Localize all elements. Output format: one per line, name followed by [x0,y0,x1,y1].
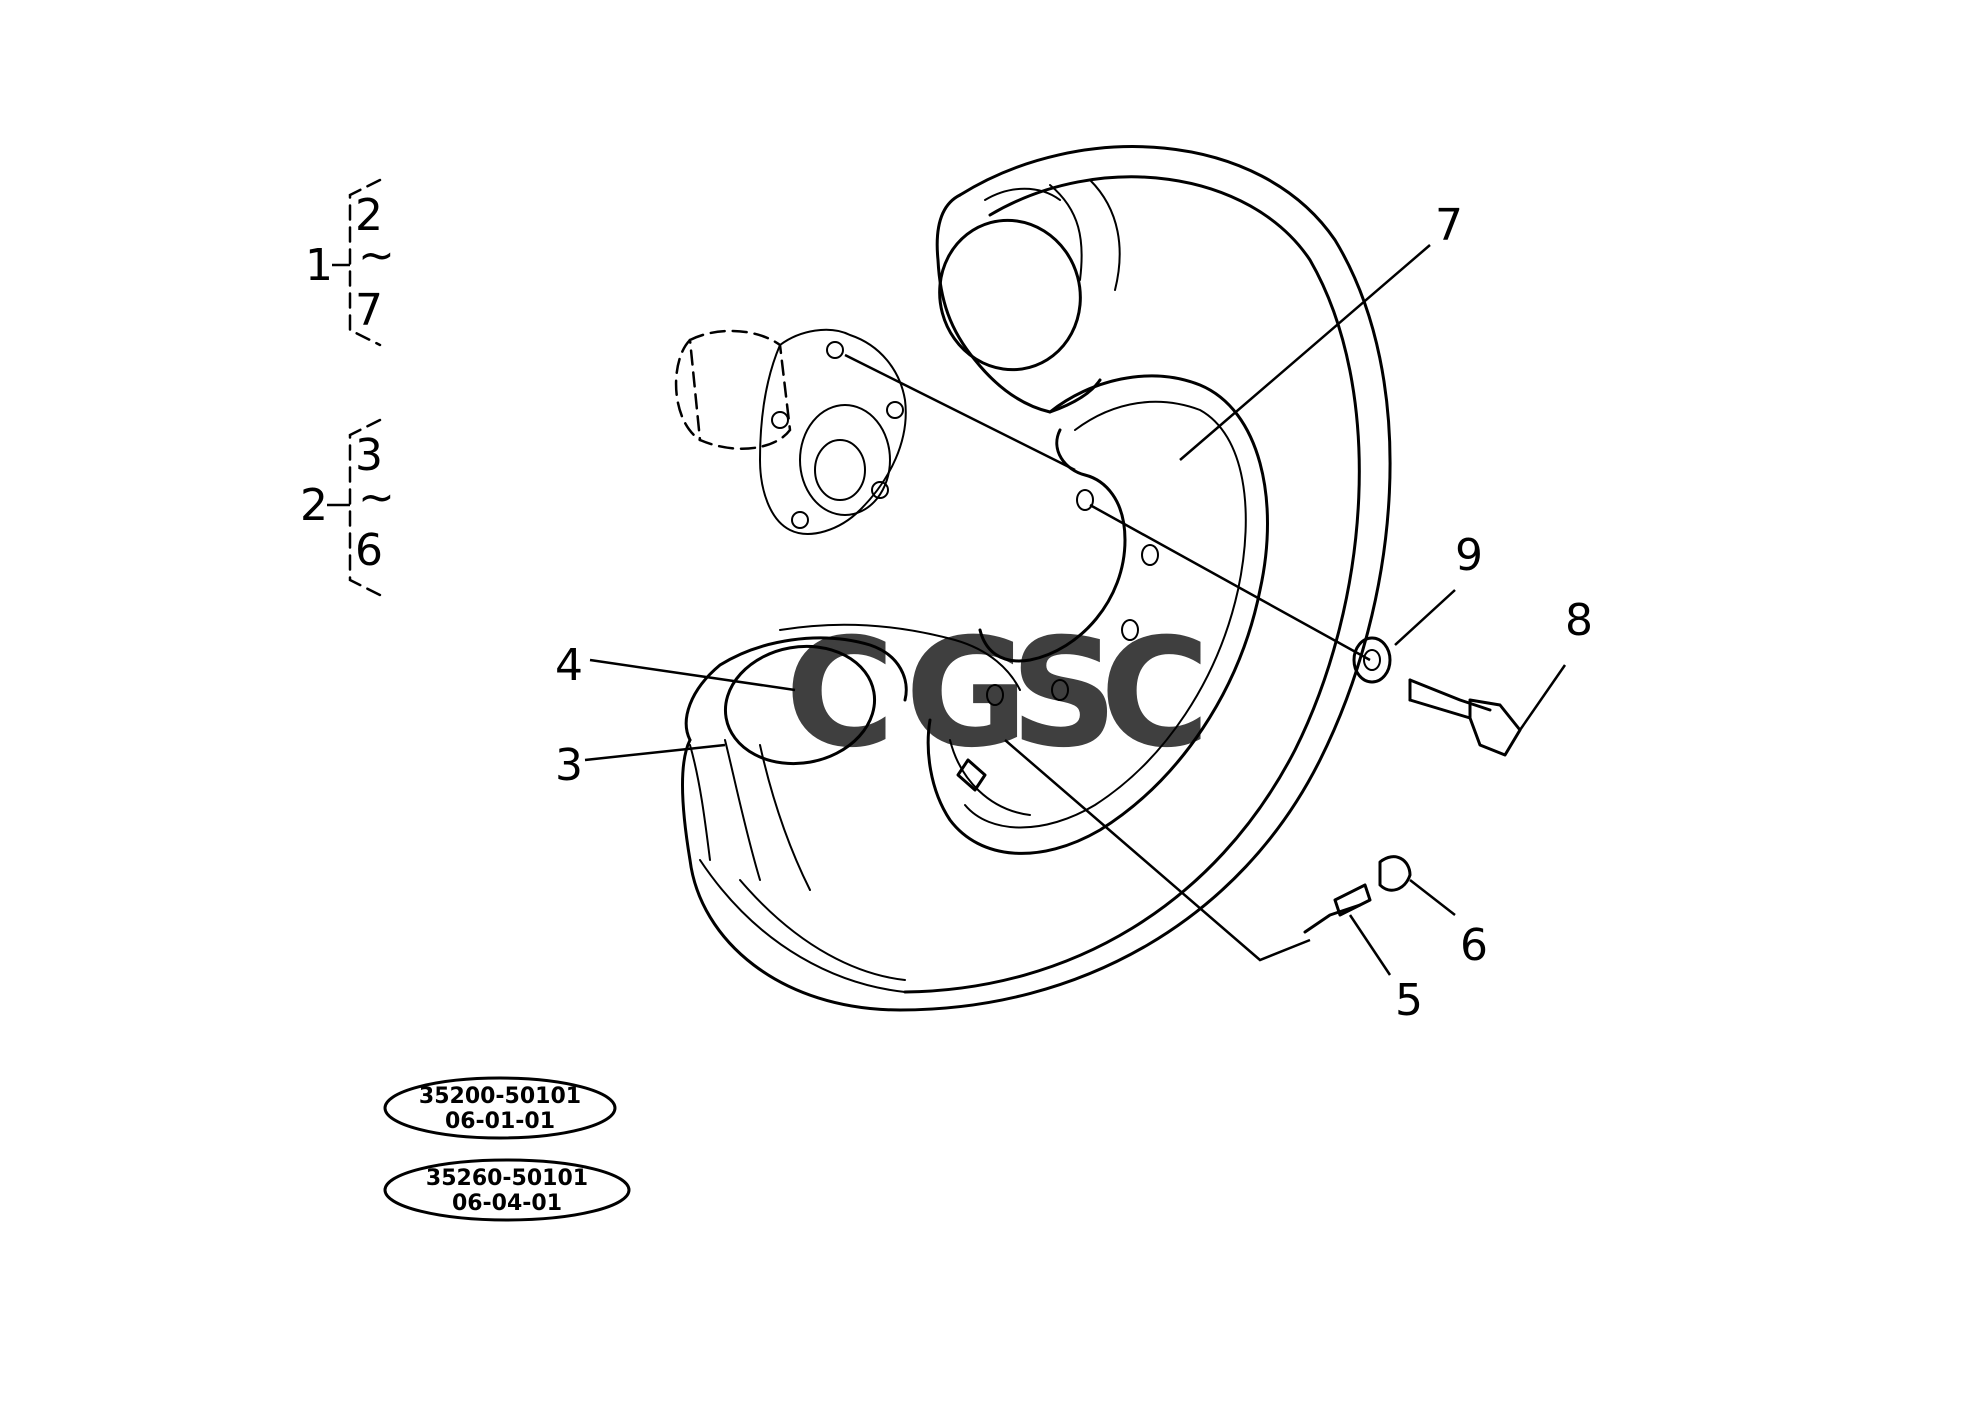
group-2-tilde: ~ [358,472,395,523]
group-2-parent: 2 [300,480,328,531]
axle-hub [674,328,907,535]
group-bracket-2: 2 3 ~ 6 [300,418,395,597]
group-2-from: 3 [355,430,383,481]
reference-2-line2: 06-04-01 [452,1191,562,1216]
part-label-9: 9 [1455,530,1483,581]
group-1-tilde: ~ [358,230,395,281]
part-labels: 7 9 8 4 3 6 5 [555,200,1593,1026]
part-label-8: 8 [1565,595,1593,646]
valve-stem [956,758,1412,934]
part-label-5: 5 [1395,975,1423,1026]
reference-1-line2: 06-01-01 [445,1109,555,1134]
watermark: C G S C [785,607,1210,781]
bolt-and-washer [1352,636,1522,757]
part-label-7: 7 [1435,200,1463,251]
part-label-4: 4 [555,640,583,691]
leader-lines [584,244,1567,976]
group-1-to: 7 [355,285,383,336]
reference-oval-2: 35260-50101 06-04-01 [383,1158,631,1222]
tire-outline [681,145,1392,1012]
part-label-6: 6 [1460,920,1488,971]
watermark-letter-1: C [785,607,895,781]
group-1-from: 2 [355,190,383,241]
group-bracket-1: 1 2 ~ 7 [305,178,395,347]
reference-1-line1: 35200-50101 [419,1084,581,1109]
reference-2-line1: 35260-50101 [426,1166,588,1191]
watermark-letter-2: G [905,607,1028,781]
group-1-parent: 1 [305,240,333,291]
part-label-3: 3 [555,740,583,791]
group-2-to: 6 [355,525,383,576]
watermark-letter-4: C [1100,607,1210,781]
reference-oval-1: 35200-50101 06-01-01 [383,1076,617,1140]
watermark-letter-3: S [1010,607,1118,781]
